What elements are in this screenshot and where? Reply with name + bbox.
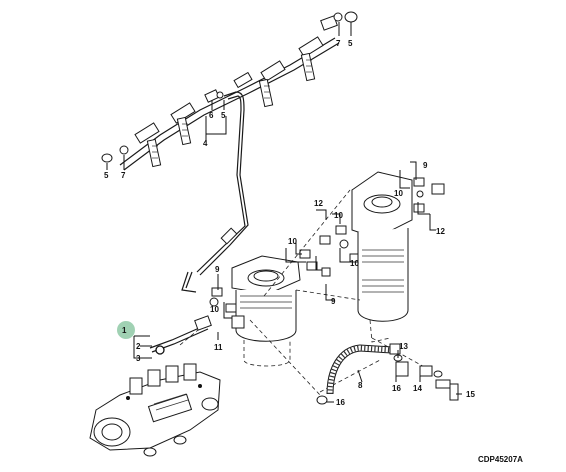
- leak-off-line: [181, 91, 249, 293]
- injector-assembly: [101, 11, 358, 171]
- callout-1: 1: [122, 326, 127, 335]
- fuel-filter-rear: [351, 171, 413, 343]
- callout-9-left: 9: [215, 265, 220, 274]
- callout-6: 6: [209, 111, 214, 120]
- callout-16-right: 16: [392, 384, 401, 393]
- callout-7-left: 7: [121, 171, 126, 180]
- injector-2: [170, 102, 196, 146]
- callout-15: 15: [466, 390, 475, 399]
- callout-labels: 7 5 6 5 4 5 7 9 10 12 12 10 10 10 9 9 10…: [104, 39, 475, 407]
- callout-1-highlight: [117, 321, 135, 339]
- callout-10-left: 10: [288, 237, 297, 246]
- injector-3: [258, 60, 286, 108]
- leader-lines: [106, 22, 462, 403]
- callout-10-right: 10: [394, 189, 403, 198]
- callout-5-left: 5: [104, 171, 109, 180]
- callout-9-centre: 9: [331, 297, 336, 306]
- callout-13: 13: [399, 342, 408, 351]
- callout-3: 3: [136, 354, 141, 363]
- callout-16-left: 16: [336, 398, 345, 407]
- callout-8: 8: [358, 381, 363, 390]
- callout-12-right: 12: [436, 227, 445, 236]
- callout-10-pump: 10: [210, 305, 219, 314]
- assembly-lines: [179, 189, 431, 396]
- figure-code: CDP45207A: [478, 455, 523, 464]
- callout-4: 4: [203, 139, 208, 148]
- callout-5-middle: 5: [221, 111, 226, 120]
- callout-12-centre: 12: [314, 199, 323, 208]
- callout-11: 11: [214, 343, 223, 352]
- supply-line: [149, 315, 212, 355]
- callout-9-right: 9: [423, 161, 428, 170]
- injector-4: [298, 36, 324, 82]
- callout-2: 2: [136, 342, 141, 351]
- fuel-filter-front: [231, 255, 301, 367]
- callout-10-lower: 10: [350, 259, 359, 268]
- callout-14: 14: [413, 384, 422, 393]
- injection-pump: [89, 363, 221, 457]
- flexible-hose: [316, 343, 459, 405]
- callout-10-centre: 10: [334, 211, 343, 220]
- callout-5-top: 5: [348, 39, 353, 48]
- filter-fittings: [209, 177, 445, 329]
- callout-7-top: 7: [336, 39, 341, 48]
- injector-1: [134, 122, 162, 168]
